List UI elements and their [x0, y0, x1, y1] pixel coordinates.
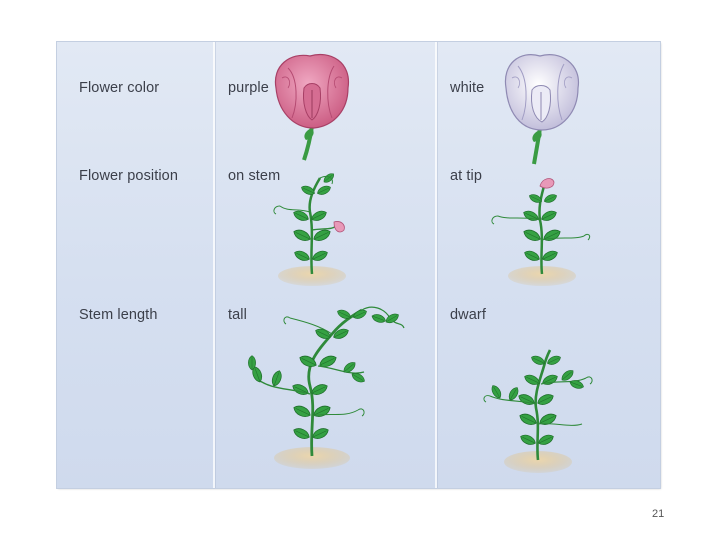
recessive-label-white: white	[450, 80, 485, 96]
pea-plant-tall-icon	[248, 306, 405, 469]
white-flower-icon	[504, 54, 580, 165]
trait-label-flower-color: Flower color	[79, 80, 160, 96]
page-number: 21	[652, 508, 665, 520]
pea-plant-flower-at-tip-icon	[491, 178, 591, 286]
pea-plant-dwarf-icon	[483, 349, 593, 473]
dominant-label-tall: tall	[228, 307, 247, 323]
dominant-label-purple: purple	[228, 80, 269, 96]
pea-plant-flowers-on-stem-icon	[273, 171, 346, 286]
trait-label-flower-position: Flower position	[79, 168, 179, 184]
column-divider-1	[213, 42, 215, 488]
recessive-label-dwarf: dwarf	[450, 307, 486, 323]
trait-label-stem-length: Stem length	[79, 307, 158, 323]
recessive-label-at-tip: at tip	[450, 168, 483, 184]
column-divider-2	[435, 42, 437, 488]
dominant-label-on-stem: on stem	[228, 168, 281, 184]
purple-flower-icon	[274, 54, 350, 161]
